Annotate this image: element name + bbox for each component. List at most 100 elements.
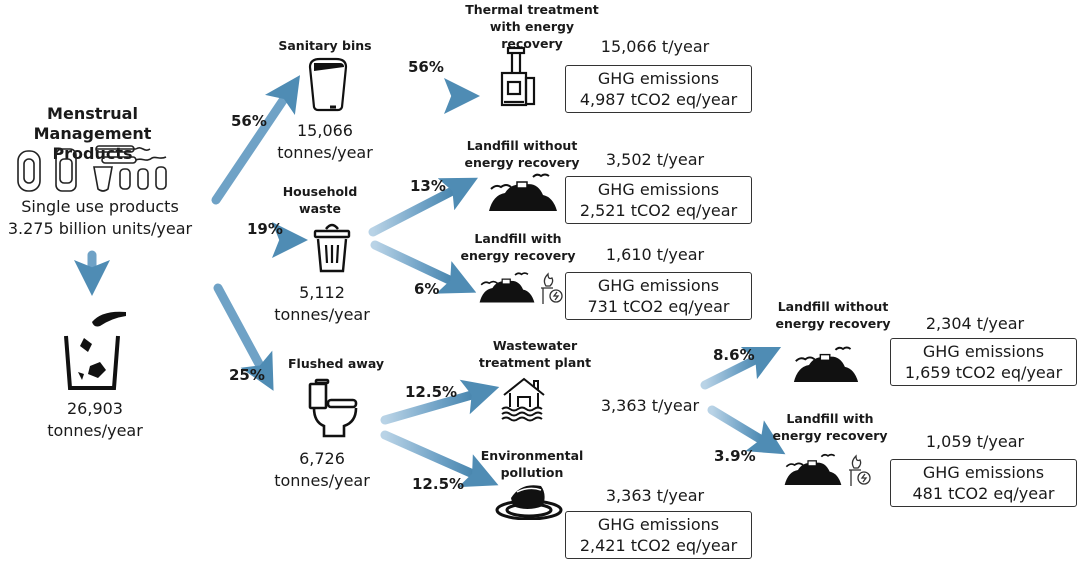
source-total: 26,903 tonnes/year [20, 398, 170, 442]
hh-landfill-er-label-line1: Landfill with [474, 231, 562, 246]
arrow-to-flushed-away [213, 283, 274, 391]
arrow-to-hh-landfill-er [370, 240, 477, 294]
pollution-ghg-value: 2,421 tCO2 eq/year [579, 536, 738, 555]
hh-landfill-er-label-line2: energy recovery [460, 248, 576, 263]
toilet-icon [308, 378, 358, 438]
tampon-applicator-icon [96, 147, 151, 151]
landfill-icon [793, 346, 859, 382]
landfill-icon [479, 272, 535, 303]
incinerator-icon [500, 46, 536, 107]
flushed-away-unit: tonnes/year [274, 471, 370, 490]
sanitary-bins-value-block: 15,066 tonnes/year [270, 120, 380, 164]
sanitary-bins-value: 15,066 [297, 121, 353, 140]
household-waste-label-line2: waste [299, 201, 341, 216]
share-wwtp: 12.5% [405, 383, 458, 401]
share-pollution: 12.5% [412, 475, 465, 493]
share-hh-landfill-no-er: 13% [410, 177, 446, 195]
source-subtitle-line1: Single use products [21, 197, 179, 216]
ww-landfill-no-er-label: Landfill without energy recovery [773, 298, 893, 332]
pollution-icon [495, 485, 563, 520]
thermal-label-line1: Thermal treatment [465, 2, 599, 17]
flushed-away-value-block: 6,726 tonnes/year [262, 448, 382, 492]
share-sanitary-bins: 56% [231, 112, 267, 130]
ww-landfill-no-er-ghg-box: GHG emissions 1,659 tCO2 eq/year [890, 338, 1077, 386]
share-thermal: 56% [408, 58, 444, 76]
household-waste-value-block: 5,112 tonnes/year [262, 282, 382, 326]
hh-landfill-er-ghg-label: GHG emissions [597, 276, 720, 295]
source-units: 3.275 billion units/year [7, 219, 193, 238]
ww-landfill-er-ghg-label: GHG emissions [922, 463, 1045, 482]
ww-landfill-no-er-mass: 2,304 t/year [925, 314, 1025, 333]
thermal-mass: 15,066 t/year [600, 37, 710, 56]
share-ww-landfill-no-er: 8.6% [713, 346, 755, 364]
share-ww-landfill-er: 3.9% [714, 447, 756, 465]
hh-landfill-er-mass: 1,610 t/year [605, 245, 705, 264]
hh-landfill-no-er-label-line2: energy recovery [464, 155, 580, 170]
share-flushed-away: 25% [229, 366, 265, 384]
waste-bin-icon [64, 311, 126, 390]
arrow-to-ww-landfill-er [707, 405, 786, 455]
hh-landfill-no-er-ghg-label: GHG emissions [597, 180, 720, 199]
ww-landfill-no-er-ghg-label: GHG emissions [922, 342, 1045, 361]
ww-landfill-er-label-line1: Landfill with [786, 411, 874, 426]
household-waste-value: 5,112 [299, 283, 345, 302]
hh-landfill-er-ghg-value: 731 tCO2 eq/year [587, 297, 730, 316]
landfill-icon [784, 453, 842, 485]
tampon-icon [137, 168, 149, 190]
tampon-icon [155, 166, 167, 190]
hh-landfill-er-ghg-box: GHG emissions 731 tCO2 eq/year [565, 272, 752, 320]
pollution-ghg-box: GHG emissions 2,421 tCO2 eq/year [565, 511, 752, 559]
trash-can-icon [313, 223, 351, 273]
sanitary-bins-unit: tonnes/year [277, 143, 373, 162]
tampon-icon [119, 168, 131, 190]
pollution-label-line2: pollution [500, 465, 564, 480]
household-waste-label: Household waste [270, 183, 370, 217]
wastewater-plant-icon [501, 377, 545, 422]
hh-landfill-no-er-ghg-value: 2,521 tCO2 eq/year [579, 201, 738, 220]
ww-landfill-er-mass: 1,059 t/year [925, 432, 1025, 451]
source-total-value: 26,903 [67, 399, 123, 418]
flushed-away-label: Flushed away [288, 356, 385, 371]
share-household-waste: 19% [247, 220, 283, 238]
ww-landfill-er-ghg-value: 481 tCO2 eq/year [912, 484, 1055, 503]
arrow-to-sanitary-bins [211, 75, 301, 205]
ww-landfill-er-label: Landfill with energy recovery [765, 410, 895, 444]
energy-flame-icon [541, 272, 563, 304]
arrow-to-ww-landfill-no-er [700, 346, 782, 390]
hh-landfill-no-er-ghg-box: GHG emissions 2,521 tCO2 eq/year [565, 176, 752, 224]
menstrual-cup-icon [93, 166, 113, 192]
arrow-to-hh-landfill-no-er [368, 177, 478, 237]
pollution-ghg-label: GHG emissions [597, 515, 720, 534]
ww-landfill-er-ghg-box: GHG emissions 481 tCO2 eq/year [890, 459, 1077, 507]
ww-landfill-no-er-ghg-value: 1,659 tCO2 eq/year [904, 363, 1063, 382]
pollution-label: Environmental pollution [472, 447, 592, 481]
hh-landfill-er-label: Landfill with energy recovery [458, 230, 578, 264]
wwtp-label-line1: Wastewater [492, 338, 578, 353]
sanitary-bins-label: Sanitary bins [278, 38, 372, 53]
wwtp-label: Wastewater treatment plant [475, 337, 595, 371]
hh-landfill-no-er-label: Landfill without energy recovery [462, 137, 582, 171]
flushed-away-value: 6,726 [299, 449, 345, 468]
source-total-unit: tonnes/year [47, 421, 143, 440]
thermal-ghg-box: GHG emissions 4,987 tCO2 eq/year [565, 65, 752, 113]
arrow-to-wwtp [380, 379, 500, 425]
hh-landfill-no-er-mass: 3,502 t/year [605, 150, 705, 169]
sanitary-pad-icon [17, 150, 41, 192]
thermal-ghg-value: 4,987 tCO2 eq/year [579, 90, 738, 109]
pollution-mass: 3,363 t/year [605, 486, 705, 505]
source-subtitle: Single use products 3.275 billion units/… [0, 196, 200, 240]
thermal-ghg-label: GHG emissions [597, 69, 720, 88]
share-hh-landfill-er: 6% [414, 280, 440, 298]
household-waste-label-line1: Household [282, 184, 358, 199]
sanitary-bin-icon [308, 57, 348, 112]
hh-landfill-no-er-label-line1: Landfill without [466, 138, 578, 153]
energy-flame-icon [849, 454, 871, 486]
arrow-to-pollution [380, 430, 499, 488]
menstrual-products-icon [17, 145, 167, 192]
ww-landfill-no-er-label-line2: energy recovery [775, 316, 891, 331]
household-waste-unit: tonnes/year [274, 305, 370, 324]
wwtp-mass: 3,363 t/year [600, 396, 700, 415]
ww-landfill-no-er-label-line1: Landfill without [777, 299, 889, 314]
sanitary-pad-icon [55, 148, 77, 192]
